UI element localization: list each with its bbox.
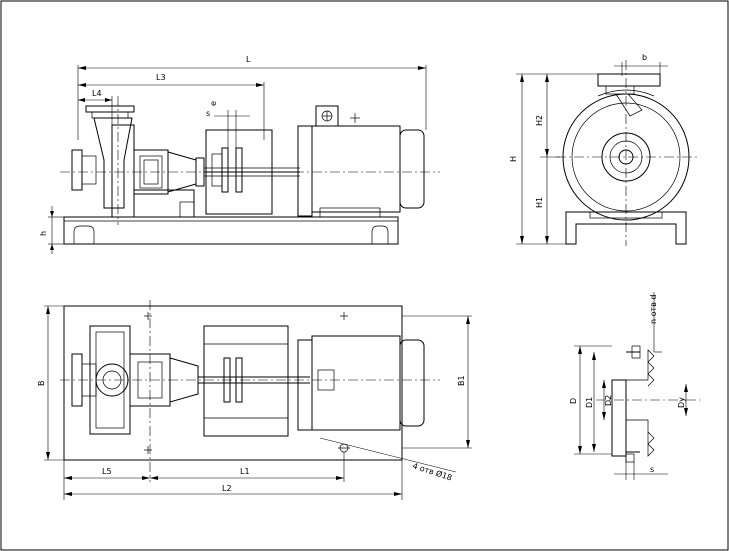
dim-H1: H1 [535,197,544,208]
plan-coupling-guard [203,325,289,437]
dim-s: s [206,109,210,118]
dim-L4: L4 [92,89,102,98]
suction-nozzle [93,117,133,209]
dim-L2: L2 [222,484,232,493]
holes-callout: 4 отв Ø18 [411,460,453,482]
dim-H: H [509,156,518,162]
dim-L3: L3 [156,73,166,82]
pump-casing [111,124,135,218]
dim-L1: L1 [240,467,250,476]
dim-D: D [569,398,578,404]
motor-flange [297,125,313,217]
discharge-flange [597,73,661,87]
motor-body [311,125,401,213]
end-view-feet [565,211,687,245]
base-frame [63,216,399,245]
dim-L5: L5 [102,467,112,476]
flange-detail: D D1 D2 Dy n отв d s [569,292,700,480]
dim-b: b [642,53,647,62]
plan-motor-body [311,335,401,431]
flange-plate [611,379,627,457]
side-view: L L3 L4 s e h [39,55,440,254]
dim-D2: D2 [604,395,613,406]
dim-B: B [37,381,46,387]
dim-h: h [39,231,48,236]
flange-holes-callout: n отв d [649,294,658,324]
motor-end-cap [399,129,425,209]
plan-base-frame [63,305,403,461]
dim-Dy: Dy [677,397,686,408]
plan-view: 4 отв Ø18 B B1 L5 L1 L2 [37,300,472,500]
dim-L: L [246,55,251,64]
dim-D1: D1 [585,397,594,408]
end-view: b H H2 H1 [509,53,700,246]
dim-s-flange: s [650,465,654,474]
terminal-box [315,105,339,127]
coupling [221,147,229,193]
dim-B1: B1 [457,375,466,386]
dim-H2: H2 [535,115,544,126]
dim-e: e [209,101,218,106]
